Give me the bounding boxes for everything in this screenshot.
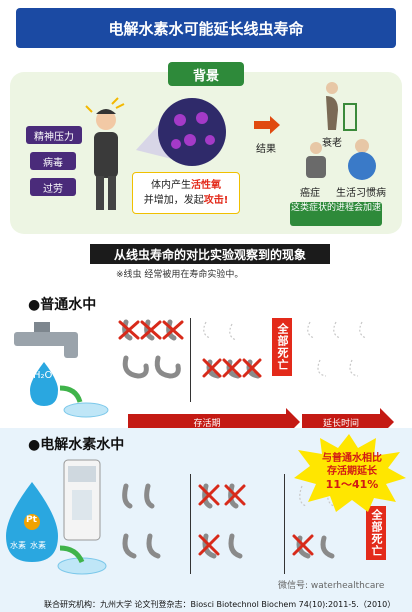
normal-worms-dying bbox=[202, 321, 262, 379]
stressed-man-icon bbox=[85, 97, 125, 210]
starburst-icon bbox=[294, 434, 406, 512]
radical-callout: 体内产生活性氧 并增加，发起攻击! bbox=[132, 172, 240, 214]
wechat-watermark: 微信号: waterhealthcare bbox=[278, 581, 385, 591]
stressor-mental: 精神压力 bbox=[26, 126, 82, 144]
result-label: 结果 bbox=[256, 144, 276, 155]
stressor-fatigue: 过劳 bbox=[30, 178, 76, 196]
h2-worms-late bbox=[292, 485, 335, 559]
stage-divider-h2-2 bbox=[284, 474, 285, 574]
burst-line-2: 存活期延长 bbox=[327, 466, 377, 477]
extended-period-bar: 延长时间 bbox=[302, 414, 380, 430]
radicals-magnifier-icon bbox=[136, 98, 226, 166]
worm-note: ※线虫 经常被用在寿命实验中。 bbox=[116, 270, 244, 280]
normal-worms-alive bbox=[118, 319, 184, 379]
lifestyle-patient-icon bbox=[348, 139, 376, 180]
stressor-virus: 病毒 bbox=[30, 152, 76, 170]
cancer-label: 癌症 bbox=[300, 188, 320, 199]
page-title: 电解水素水可能延长线虫寿命 bbox=[16, 8, 396, 48]
callout-red-2: 攻击! bbox=[203, 195, 229, 206]
faucet-icon bbox=[14, 322, 109, 418]
burst-line-3: 11～41% bbox=[325, 478, 379, 491]
hydrogen-bubble-2: 水素 bbox=[30, 541, 46, 550]
hydrogen-drop-icon bbox=[6, 482, 107, 575]
aging-label: 衰老 bbox=[322, 138, 342, 149]
survival-period-bar: 存活期 bbox=[128, 414, 286, 430]
h2-worms-mid bbox=[198, 483, 246, 559]
normal-worms-faded bbox=[307, 321, 367, 377]
electrolyzed-water-title: ●电解水素水中 bbox=[28, 437, 125, 453]
hydrogen-bubble-1: 水素 bbox=[10, 541, 26, 550]
elderly-person-icon bbox=[326, 82, 357, 131]
cancer-patient-icon bbox=[306, 142, 326, 178]
observation-bar: 从线虫寿命的对比实验观察到的现象 bbox=[90, 244, 330, 264]
water-machine-icon bbox=[63, 459, 101, 541]
normal-all-dead-badge: 全部死亡 bbox=[272, 318, 292, 376]
background-tag: 背景 bbox=[168, 62, 244, 86]
callout-text-1: 体内产生 bbox=[151, 180, 191, 191]
stage-divider bbox=[190, 318, 191, 402]
h2-all-dead-badge: 全部死亡 bbox=[366, 506, 386, 560]
progress-note: 这类症状的进程会加速 bbox=[290, 202, 382, 226]
callout-red-1: 活性氧 bbox=[191, 180, 221, 191]
source-footer: 联合研究机构：九州大学 论文刊登杂志：Biosci Biotechnol Bio… bbox=[44, 599, 396, 609]
normal-water-title: ●普通水中 bbox=[28, 297, 97, 313]
worm-group bbox=[118, 319, 184, 379]
stage-divider-h2-1 bbox=[190, 474, 191, 574]
lifestyle-label: 生活习惯病 bbox=[336, 188, 386, 199]
pt-label: Pt bbox=[26, 515, 37, 525]
arrow-right-icon bbox=[254, 116, 280, 134]
h2o-label: H₂O bbox=[33, 370, 53, 381]
h2-worms-alive bbox=[122, 483, 161, 559]
starburst-text: 与普通水相比 存活期延长 11～41% bbox=[310, 452, 394, 491]
callout-text-2: 并增加，发起 bbox=[143, 195, 204, 206]
burst-line-1: 与普通水相比 bbox=[322, 453, 382, 464]
